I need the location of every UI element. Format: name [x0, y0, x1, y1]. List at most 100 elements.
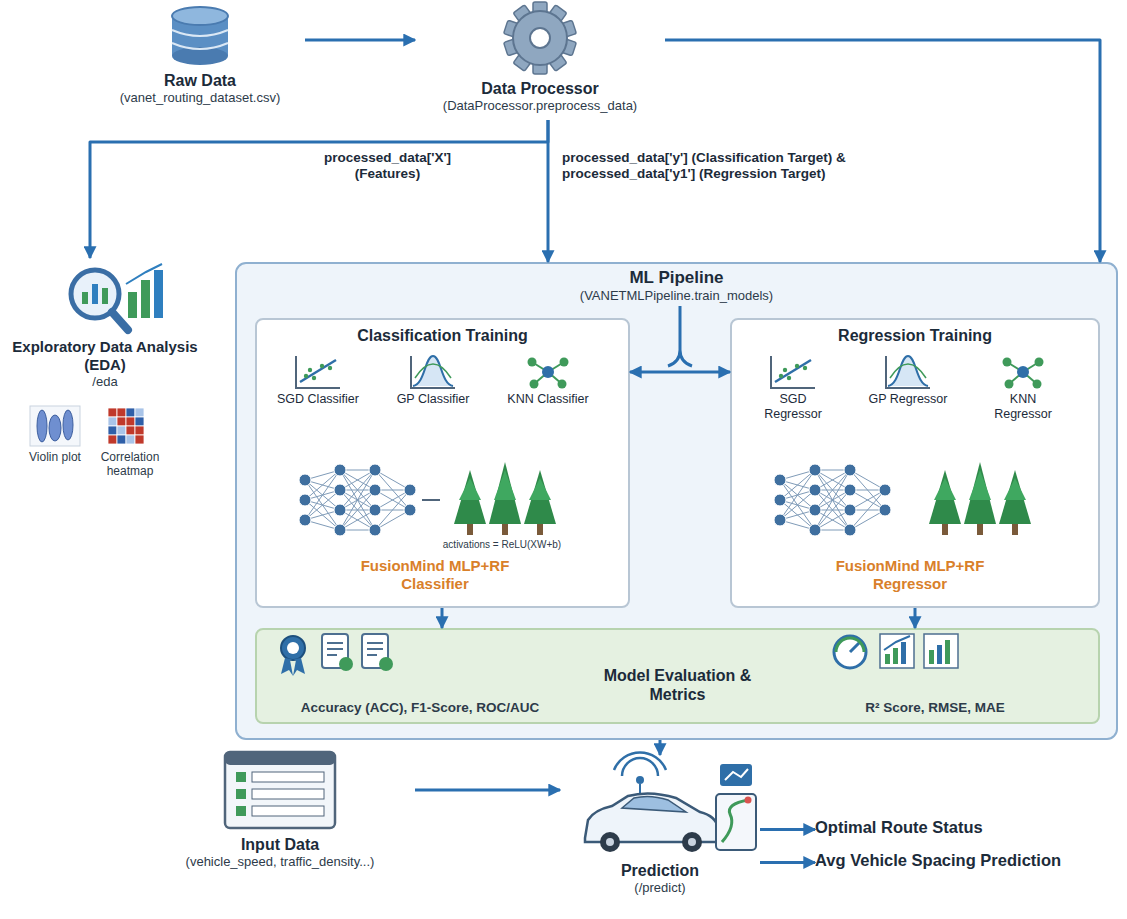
vehicle-illustration [606, 838, 614, 846]
model-icon [454, 470, 486, 524]
node-title: Model Evaluation & Metrics [593, 666, 763, 704]
heatmap-icon [126, 408, 135, 417]
model-icon [422, 499, 440, 501]
vehicle-illustration [722, 800, 748, 842]
panel-ground [236, 263, 1117, 739]
node-title: Optimal Route Status [815, 818, 1120, 838]
icon-caption: Correlation heatmap [90, 450, 170, 479]
model-icon [929, 470, 961, 524]
flow-arrow [659, 740, 662, 755]
model-icon [529, 478, 551, 500]
heatmap-icon [126, 435, 135, 444]
magnifier-icon [154, 270, 163, 318]
flow-arrow [760, 861, 815, 864]
flow-arrow [630, 371, 730, 374]
heatmap-icon [117, 435, 126, 444]
model-icon [334, 504, 346, 516]
node-subtitle: (vehicle_speed, traffic_density...) [145, 854, 415, 870]
model-icon [844, 524, 856, 536]
input-form-icon [225, 752, 335, 828]
input-form-icon [236, 789, 246, 799]
model-icon [815, 470, 850, 530]
heatmap-icon [135, 426, 144, 435]
vehicle-illustration [614, 752, 666, 776]
input-form-icon [225, 752, 335, 828]
model-icon [1004, 478, 1026, 500]
metric-icons [901, 642, 906, 664]
vehicle-illustration [745, 797, 752, 804]
gear-icon [513, 11, 567, 65]
labelled-icon-node: Exploratory Data Analysis (EDA)/eda [10, 258, 200, 403]
node-title: Regression Training [730, 326, 1100, 345]
model-icon [296, 356, 1044, 536]
labelled-icon-node: GP Classifier [383, 352, 483, 436]
model-icon [890, 364, 926, 378]
violin-plot-icon [37, 410, 47, 442]
heatmap-icon [135, 435, 144, 444]
model-icon [334, 524, 346, 536]
node-subtitle: (VANETMLPipeline.train_models) [235, 288, 1118, 304]
vehicle-illustration [725, 769, 748, 780]
model-icon [299, 494, 311, 506]
flow-arrow [90, 120, 548, 258]
labelled-icon-node: Raw Data(vanet_routing_dataset.csv) [95, 5, 305, 115]
bracket-stroke [668, 306, 692, 366]
model-icon [530, 380, 539, 389]
input-form-icon [252, 789, 324, 799]
model-icon [340, 470, 375, 530]
model-icon [304, 374, 308, 378]
labelled-icon-node: Optimal Route Status [815, 815, 1120, 844]
model-icon [369, 484, 381, 496]
vehicle-illustration [682, 832, 702, 852]
bracket-stroke [668, 306, 692, 366]
edge-label: processed_data['X'] (Features) [300, 150, 475, 182]
input-form-icon [236, 772, 246, 782]
heatmap-icon [108, 426, 117, 435]
metric-icons [893, 648, 898, 664]
model-icon [404, 484, 416, 496]
model-icon [787, 376, 791, 380]
heatmap-icon [117, 408, 126, 417]
node-title: ML Pipeline [235, 268, 1118, 288]
vehicle-illustration [585, 752, 756, 852]
model-icon [299, 514, 311, 526]
heatmap-icon [108, 435, 117, 444]
model-icon [780, 490, 815, 520]
panel-box: ML Pipeline(VANETMLPipeline.train_models… [235, 262, 1118, 740]
model-icon [774, 474, 786, 486]
magnifier-icon [141, 280, 150, 318]
model-icon [524, 470, 556, 524]
node-subtitle: (vanet_routing_dataset.csv) [95, 90, 305, 106]
metric-icons [281, 636, 305, 660]
model-icon [494, 470, 516, 500]
heatmap-icon [108, 408, 144, 444]
magnifier-icon [126, 264, 162, 284]
model-icon [542, 366, 554, 378]
model-icon [413, 356, 453, 386]
model-icon [305, 490, 340, 520]
node-subtitle: (/predict) [560, 880, 760, 896]
node-title: Data Processor [415, 79, 665, 98]
vehicle-illustration [688, 838, 696, 846]
model-icon [369, 524, 381, 536]
heatmap-icon [135, 417, 144, 426]
labelled-icon-node: SGD Regressor [743, 352, 843, 436]
node-subtitle: R² Score, RMSE, MAE [790, 700, 1080, 716]
flow-arrow [547, 120, 550, 262]
node-subtitle: Accuracy (ACC), F1-Score, ROC/AUC [275, 700, 565, 716]
node-title: SGD Regressor [751, 392, 835, 422]
violin-plot-icon [30, 406, 80, 446]
model-icon [783, 368, 787, 372]
model-icon [369, 464, 381, 476]
labelled-icon-node: Prediction(/predict) [560, 755, 760, 905]
metric-icons [379, 657, 393, 671]
model-icon [879, 504, 891, 516]
node-title: Classification Training [255, 326, 630, 345]
model-icon [934, 478, 956, 500]
violin-plot-icon [63, 410, 73, 440]
heatmap-icon [108, 417, 117, 426]
model-icon [809, 524, 821, 536]
heatmap-icon [135, 408, 144, 417]
model-icon [844, 504, 856, 516]
